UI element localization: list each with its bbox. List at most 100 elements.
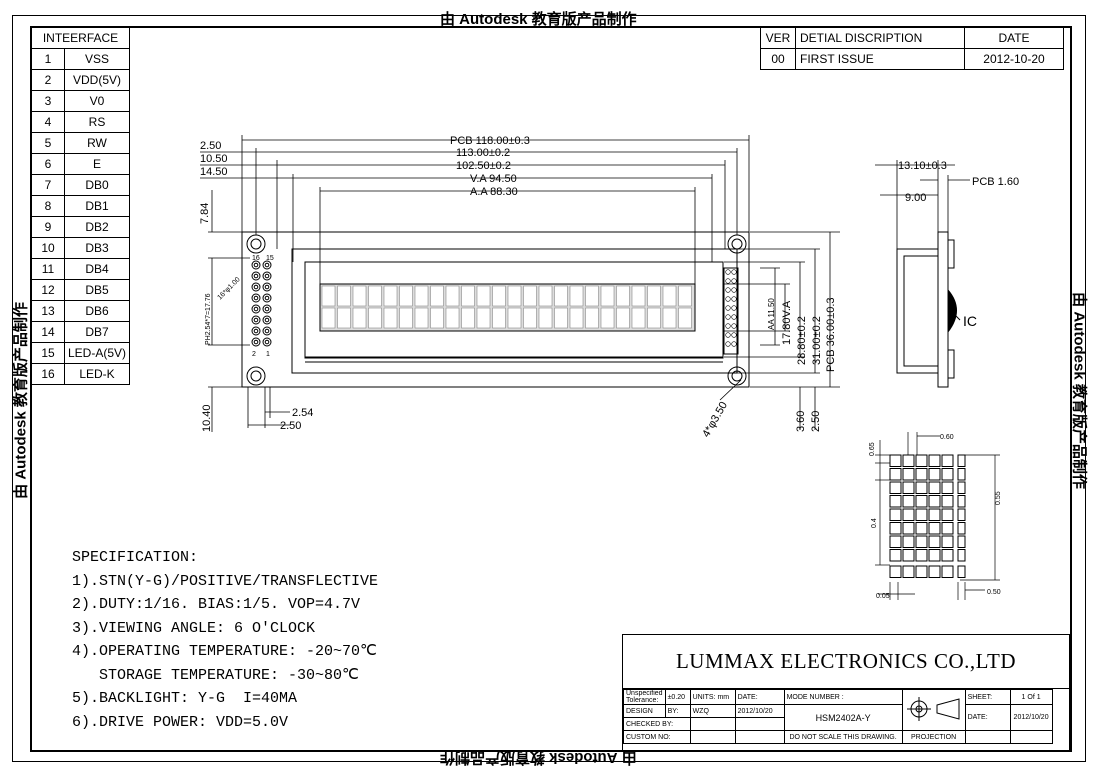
tolerance-value: ±0.20 [664, 689, 691, 705]
char-cell [631, 307, 646, 329]
char-cell [368, 285, 382, 307]
side-view [875, 160, 970, 388]
char-cell [647, 307, 661, 329]
pixel-dot [889, 495, 902, 508]
ic-label: IC [963, 313, 977, 329]
projection-label: PROJECTION [901, 730, 966, 744]
char-cell [647, 285, 661, 307]
char-cell [337, 285, 351, 307]
char-cell [414, 307, 429, 329]
connector-pin [251, 282, 261, 292]
connector-pin [251, 326, 261, 336]
dim-hole: 4*φ3.50 [700, 400, 730, 440]
connector-pin [262, 304, 272, 314]
dim-side-900: 9.00 [905, 192, 926, 204]
connector-pin [262, 260, 272, 270]
char-cell [352, 307, 367, 329]
pixel-dot [928, 508, 941, 521]
char-cell [585, 307, 599, 329]
pin-label-2: 2 [252, 351, 256, 358]
connector-pin [262, 282, 272, 292]
char-cell [507, 307, 522, 329]
pixel-dot [928, 495, 941, 508]
pin-label-1: 1 [266, 351, 270, 358]
connector-pin [262, 315, 272, 325]
pixel-dot [902, 508, 915, 521]
char-cell [321, 285, 336, 307]
pixel-dot [941, 549, 954, 562]
detail-060: 0.60 [940, 434, 954, 441]
dim-250-right: 2.50 [810, 411, 822, 432]
rev-ver: 00 [760, 48, 796, 70]
pin-signal: DB1 [64, 195, 130, 217]
char-cell [678, 307, 692, 329]
dim-113: 113.00±0.2 [456, 147, 510, 159]
spec-title: SPECIFICATION: [72, 549, 199, 566]
pcb-outline [241, 231, 750, 388]
pixel-dot [941, 535, 954, 548]
char-cell [461, 285, 475, 307]
bezel-outline [291, 248, 738, 374]
mount-hole-bl [246, 366, 266, 386]
cursor-dot [941, 565, 954, 578]
drawing-outer-frame [12, 15, 1086, 762]
connector-pin [251, 260, 261, 270]
connector-pin [262, 293, 272, 303]
side-bezel [896, 248, 939, 374]
char-cell [430, 307, 444, 329]
char-cell [352, 285, 367, 307]
pixel-dot [915, 495, 928, 508]
custom-label: CUSTOM NO: [623, 730, 691, 744]
pin-number: 16 [31, 363, 65, 385]
char-cell [616, 285, 630, 307]
pixel-dot [902, 454, 915, 467]
char-cell [445, 285, 460, 307]
pixel-dot [902, 481, 915, 494]
pixel-dot [902, 522, 915, 535]
char-cell [430, 285, 444, 307]
char-cell [461, 307, 475, 329]
pin-signal: DB5 [64, 279, 130, 301]
char-cell [492, 307, 506, 329]
connector-pin [262, 337, 272, 347]
char-cell [383, 285, 398, 307]
pixel-dot [889, 454, 902, 467]
title-block: LUMMAX ELECTRONICS CO.,LTD Unspecified T… [622, 634, 1070, 751]
spec-line-2: 2).DUTY:1/16. BIAS:1/5. VOP=4.7V [72, 596, 361, 613]
pixel-dot [915, 481, 928, 494]
pixel-dot [902, 549, 915, 562]
cursor-dot [889, 565, 902, 578]
detail-055: 0.55 [995, 491, 1002, 505]
char-cell [569, 307, 584, 329]
ic-blob [947, 289, 957, 333]
dim-254: 2.54 [292, 407, 313, 419]
tolerance-label: Unspecified Tolerance: [623, 689, 666, 705]
char-cell [337, 307, 351, 329]
pixel-dot [889, 508, 902, 521]
dim-aa-width: A.A 88.30 [470, 186, 518, 198]
char-cell [569, 285, 584, 307]
sheet-value: 1 Of 1 [1009, 689, 1053, 705]
pin-signal: DB2 [64, 216, 130, 238]
model-number: HSM2402A-Y [783, 704, 903, 731]
char-cell [321, 307, 336, 329]
spec-line-4: 4).OPERATING TEMPERATURE: -20~70℃ [72, 643, 377, 660]
mount-hole-br [727, 366, 747, 386]
pixel-dot [902, 535, 915, 548]
detail-050: 0.50 [987, 589, 1001, 596]
dim-250-bottom: 2.50 [280, 420, 301, 432]
dim-side-pcb: PCB 1.60 [972, 176, 1019, 188]
dim-va-height: 17.80V.A [781, 300, 793, 345]
sheet-label: SHEET: [964, 689, 1011, 705]
design-label: DESIGN [623, 704, 666, 718]
front-view [241, 231, 750, 388]
